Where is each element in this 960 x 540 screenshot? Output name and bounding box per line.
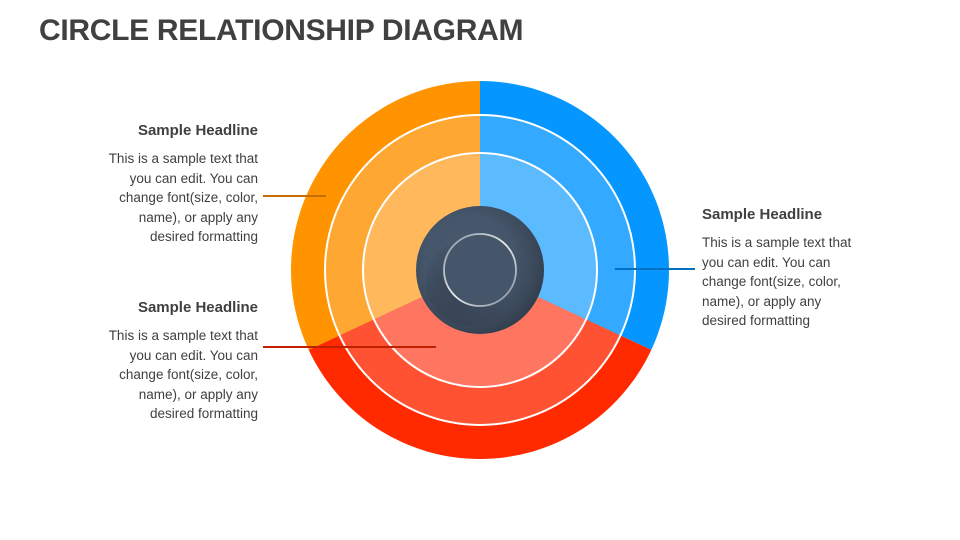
body-line: desired formatting bbox=[702, 313, 811, 328]
body-line: you can edit. You can bbox=[129, 347, 258, 363]
text-block-top-left: Sample Headline This is a sample text th… bbox=[58, 122, 258, 247]
center-hub bbox=[416, 206, 544, 334]
body-line: you can edit. You can bbox=[129, 170, 258, 186]
headline: Sample Headline bbox=[137, 299, 258, 316]
body-line: name), or apply any bbox=[138, 209, 258, 225]
body-line: change font(size, color, bbox=[119, 367, 258, 382]
body-text: This is a sample text that you can edit.… bbox=[58, 149, 258, 247]
body-line: name), or apply any bbox=[702, 293, 822, 309]
body-line: This is a sample text that bbox=[702, 235, 852, 250]
body-line: change font(size, color, bbox=[119, 190, 258, 205]
headline: Sample Headline bbox=[702, 206, 823, 223]
body-text: This is a sample text that you can edit.… bbox=[702, 233, 902, 331]
body-line: desired formatting bbox=[149, 229, 258, 244]
text-block-bottom-left: Sample Headline This is a sample text th… bbox=[58, 299, 258, 424]
body-line: desired formatting bbox=[149, 406, 258, 421]
ring-divider-1 bbox=[362, 152, 598, 388]
text-block-right: Sample Headline This is a sample text th… bbox=[702, 206, 902, 331]
hub-inner-disc bbox=[444, 234, 516, 306]
page-title: CIRCLE RELATIONSHIP DIAGRAM bbox=[39, 14, 524, 47]
headline: Sample Headline bbox=[137, 122, 258, 139]
body-line: This is a sample text that bbox=[108, 151, 258, 166]
body-line: change font(size, color, bbox=[702, 274, 841, 289]
hub-ring-icon bbox=[443, 233, 517, 307]
body-line: This is a sample text that bbox=[108, 328, 258, 343]
body-line: you can edit. You can bbox=[702, 254, 831, 270]
connectors bbox=[263, 195, 695, 348]
body-text: This is a sample text that you can edit.… bbox=[58, 326, 258, 424]
body-line: name), or apply any bbox=[138, 386, 258, 402]
